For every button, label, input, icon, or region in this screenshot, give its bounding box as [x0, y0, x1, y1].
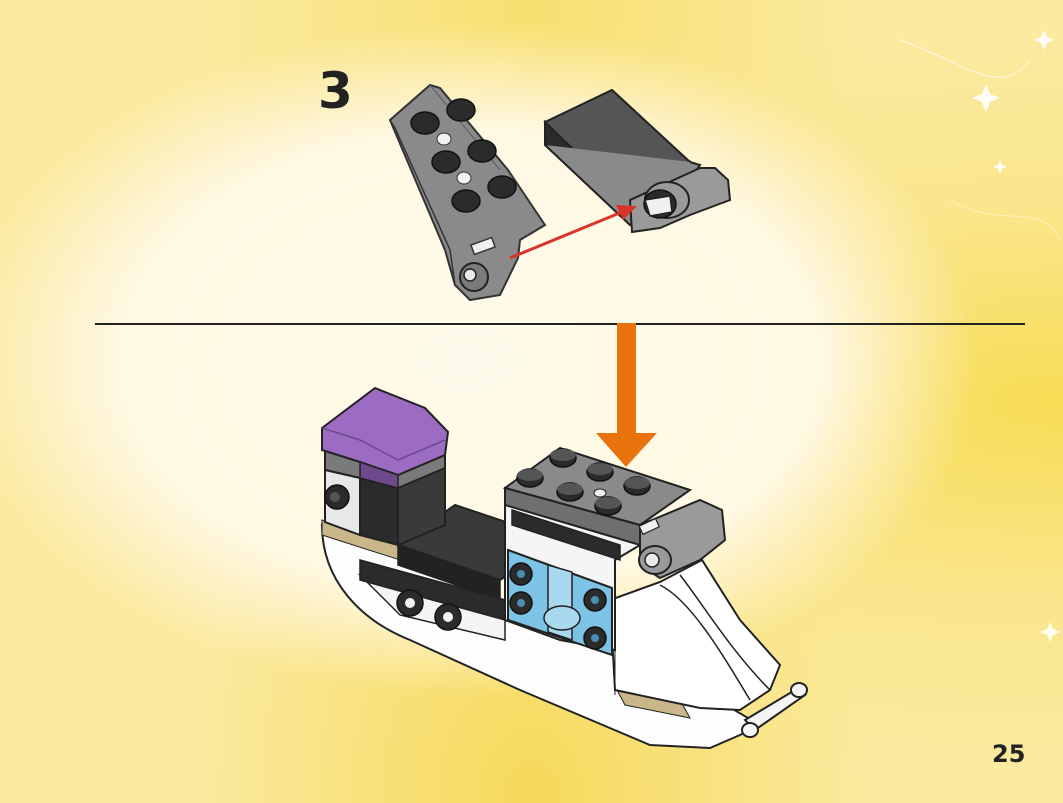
step-divider	[95, 323, 1025, 325]
star-sparkle-icon	[1040, 622, 1060, 642]
star-sparkle-icon	[972, 84, 1000, 112]
placed-grey-plate	[502, 446, 727, 580]
page-number: 25	[992, 740, 1026, 768]
black-tile-with-hinge	[543, 88, 732, 234]
sleigh-runner	[741, 682, 808, 738]
grey-plate-with-pin-hole	[388, 83, 547, 302]
step-number: 3	[318, 62, 353, 120]
purple-roof-tile	[321, 386, 450, 489]
star-sparkle-icon	[993, 160, 1007, 174]
red-connection-arrow	[509, 205, 637, 260]
star-sparkle-icon	[1034, 30, 1054, 50]
orange-placement-arrow	[596, 323, 657, 467]
